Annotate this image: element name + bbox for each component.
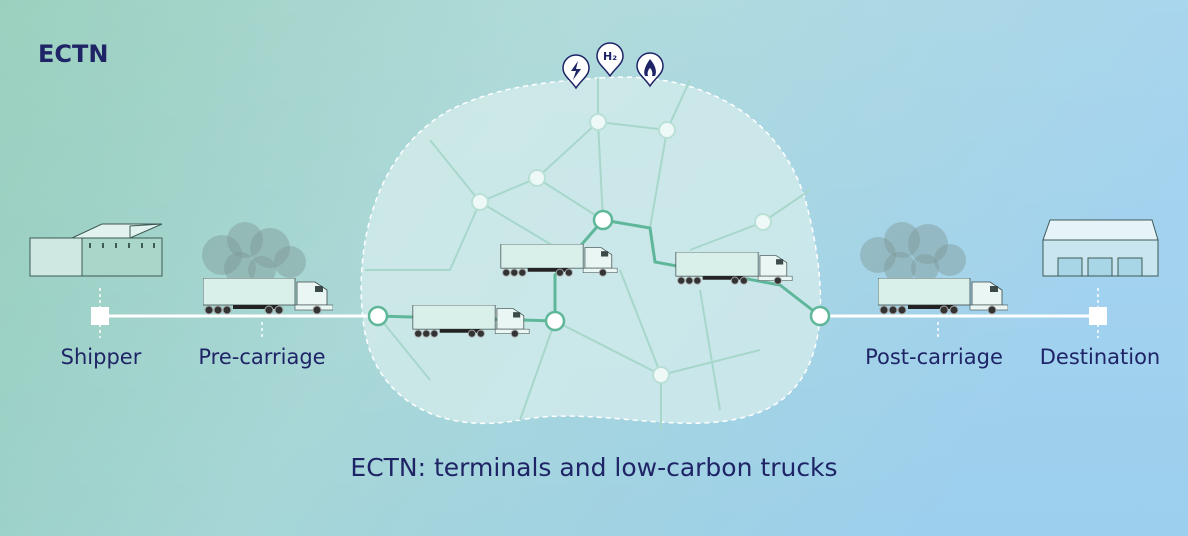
terminal-node [754,213,772,231]
destination-warehouse-icon [1042,219,1159,277]
terminal-node [658,121,676,139]
terminal-node [589,113,607,131]
terminal-node [367,305,389,327]
connectors [99,288,1099,338]
terminal-node [528,169,546,187]
label-shipper: Shipper [61,345,142,369]
label-destination: Destination [1040,345,1161,369]
shipper-endpoint [91,307,109,325]
terminal-nodes-secondary [471,113,772,384]
terminal-node [544,310,566,332]
svg-text:H₂: H₂ [603,50,617,63]
terminal-node [809,305,831,327]
terminal-node [471,193,489,211]
flame-icon [636,52,664,88]
terminal-node [652,366,670,384]
destination-endpoint [1089,307,1107,325]
terminal-node [592,209,614,231]
hydrogen-icon: H₂ [596,42,624,78]
lightning-icon [562,54,590,90]
caption: ECTN: terminals and low-carbon trucks [350,453,837,482]
shipper-building-icon [29,223,163,277]
emission-cloud-pre [202,222,306,284]
label-pre-carriage: Pre-carriage [198,345,325,369]
label-post-carriage: Post-carriage [865,345,1003,369]
emission-cloud-post [860,222,966,284]
title: ECTN [38,40,108,68]
